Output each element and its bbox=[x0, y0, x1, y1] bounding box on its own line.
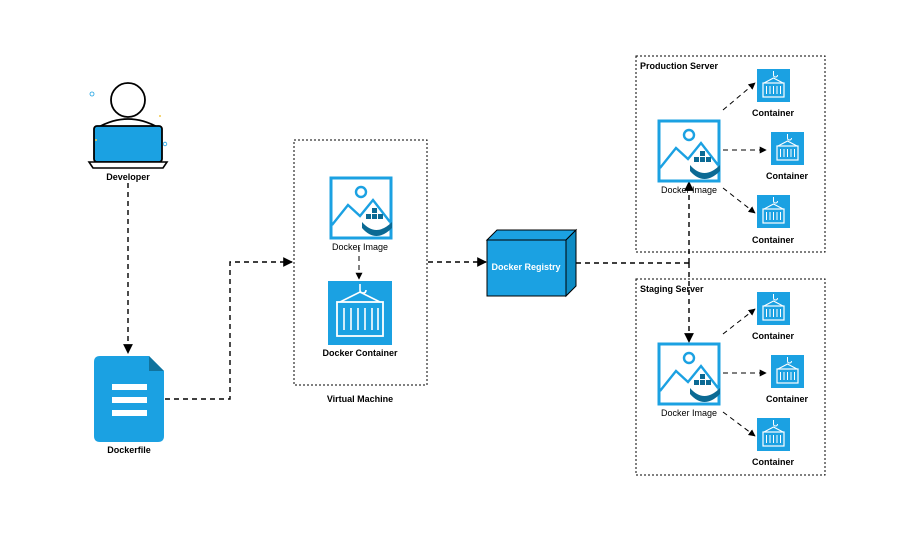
prod-container-icon-1 bbox=[757, 69, 790, 102]
vm-group-label: Virtual Machine bbox=[326, 394, 394, 404]
small-containers bbox=[757, 69, 804, 451]
vm-docker-container-label: Docker Container bbox=[322, 348, 398, 358]
staging-container-label-2: Container bbox=[765, 394, 809, 404]
docker-registry-cube[interactable] bbox=[485, 228, 578, 298]
prod-container-label-2: Container bbox=[765, 171, 809, 181]
connectors bbox=[123, 82, 767, 437]
edge-prod-image-container-1 bbox=[722, 82, 756, 111]
vm-docker-image-label: Docker Image bbox=[331, 242, 389, 252]
staging-container-icon-3 bbox=[757, 418, 790, 451]
staging-container-label-3: Container bbox=[751, 457, 795, 467]
edge-staging-image-container-3 bbox=[722, 411, 756, 437]
vm-docker-container-icon bbox=[328, 281, 392, 345]
staging-docker-image-icon bbox=[657, 342, 721, 406]
edge-staging-image-container-1 bbox=[722, 308, 756, 335]
prod-docker-image-icon bbox=[657, 119, 721, 183]
prod-container-label-3: Container bbox=[751, 235, 795, 245]
edge-dockerfile-vm bbox=[165, 257, 293, 400]
prod-docker-image-label: Docker Image bbox=[660, 185, 718, 195]
vm-group-box bbox=[293, 139, 428, 386]
staging-group-box bbox=[635, 278, 826, 476]
staging-docker-image-label: Docker Image bbox=[660, 408, 718, 418]
dockerfile-label: Dockerfile bbox=[107, 445, 151, 455]
prod-container-icon-2 bbox=[771, 132, 804, 165]
staging-container-icon-2 bbox=[771, 355, 804, 388]
developer-label: Developer bbox=[106, 172, 150, 182]
prod-container-label-1: Container bbox=[751, 108, 795, 118]
vm-docker-image-icon bbox=[329, 176, 393, 240]
prod-container-icon-3 bbox=[757, 195, 790, 228]
edge-prod-image-container-3 bbox=[722, 187, 756, 214]
production-group-box bbox=[635, 55, 826, 253]
production-group-label: Production Server bbox=[640, 61, 719, 71]
docker-registry-label: Docker Registry bbox=[491, 262, 561, 272]
dockerfile-icon bbox=[94, 356, 164, 442]
staging-group-label: Staging Server bbox=[640, 284, 704, 294]
staging-container-icon-1 bbox=[757, 292, 790, 325]
staging-container-label-1: Container bbox=[751, 331, 795, 341]
developer-icon bbox=[87, 82, 169, 169]
